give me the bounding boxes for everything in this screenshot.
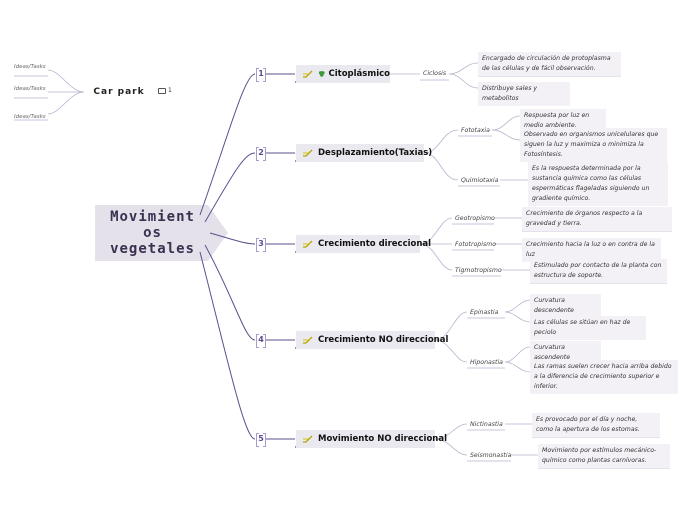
tag-ideas-tasks: Ideas/Tasks xyxy=(14,114,46,120)
subtopic-node[interactable]: Fototropismo xyxy=(455,240,496,248)
edit-icon xyxy=(303,240,313,248)
subtopic-node[interactable]: Epinastia xyxy=(470,308,499,316)
subtopic-node[interactable]: Quimiotaxia xyxy=(461,176,499,184)
subtopic-node[interactable]: Tigmotropismo xyxy=(455,266,502,274)
leaf-node[interactable]: Es provocado por el día y noche, como la… xyxy=(532,413,660,437)
branch-label: Citoplásmico xyxy=(328,69,391,79)
tag-ideas-tasks: Ideas/Tasks xyxy=(14,86,46,92)
subtopic-node[interactable]: Nictinastia xyxy=(470,420,503,428)
edit-icon xyxy=(303,149,313,157)
leaf-node[interactable]: Curvatura descendente xyxy=(530,294,601,318)
branch-number: 4 xyxy=(256,334,266,348)
branch-number: 2 xyxy=(256,147,266,161)
comment-icon xyxy=(158,87,166,94)
branch-label: Movimiento NO direccional xyxy=(318,434,447,444)
leaf-node[interactable]: Las ramas suelen crecer hacia arriba deb… xyxy=(530,360,678,394)
branch-node-desplazamiento[interactable]: Desplazamiento(Taxias) xyxy=(296,144,432,162)
leaf-node[interactable]: Crecimiento de órganos respecto a la gra… xyxy=(522,207,672,231)
branch-number: 1 xyxy=(256,68,266,82)
leaf-node[interactable]: Movimiento por estímulos mecánico-químic… xyxy=(538,444,670,468)
leaf-node[interactable]: Estimulado por contacto de la planta con… xyxy=(530,259,667,283)
edit-icon xyxy=(303,435,313,443)
leaf-node[interactable]: Encargado de circulación de protoplasma … xyxy=(478,52,621,76)
leaf-node[interactable]: Distribuye sales y metabolitos xyxy=(478,82,570,106)
central-topic-line: Movimient xyxy=(110,209,195,225)
notes-indicator[interactable]: 1 xyxy=(158,87,172,94)
branch-number: 5 xyxy=(256,433,266,447)
subtopic-node[interactable]: Geotropismo xyxy=(455,214,495,222)
leaf-node[interactable]: Observado en organismos unicelulares que… xyxy=(520,128,667,162)
branch-number: 3 xyxy=(256,238,266,252)
clover-icon xyxy=(318,71,325,77)
leaf-node[interactable]: Es la respuesta determinada por la susta… xyxy=(528,162,668,206)
branch-label: Crecimiento NO direccional xyxy=(318,335,449,345)
subtopic-node[interactable]: Hiponastia xyxy=(470,358,503,366)
subtopic-node[interactable]: Ciclosis xyxy=(423,69,447,77)
central-topic-shape xyxy=(95,205,228,261)
branch-label: Crecimiento direccional xyxy=(318,239,432,249)
branch-label: Desplazamiento(Taxias) xyxy=(318,148,433,158)
tag-ideas-tasks: Ideas/Tasks xyxy=(14,64,46,70)
subtopic-node[interactable]: Fototaxia xyxy=(461,126,490,134)
branch-node-citoplasmico[interactable]: Citoplásmico xyxy=(296,65,390,83)
central-topic[interactable]: Movimient os vegetales xyxy=(95,205,210,261)
leaf-node[interactable]: Las células se sitúan en haz de peciolo xyxy=(530,316,646,340)
edit-icon xyxy=(303,336,313,344)
central-topic-line: os xyxy=(143,225,162,241)
leaf-node[interactable]: Crecimiento hacia la luz o en contra de … xyxy=(522,238,661,262)
branch-node-movimiento-no-direccional[interactable]: Movimiento NO direccional xyxy=(296,430,447,448)
edit-icon xyxy=(303,70,313,78)
subtopic-node[interactable]: Seismonastia xyxy=(470,451,512,459)
branch-node-crecimiento-no-direccional[interactable]: Crecimiento NO direccional xyxy=(296,331,448,349)
car-park-node[interactable]: Car park xyxy=(93,87,145,97)
central-topic-line: vegetales xyxy=(110,241,195,257)
branch-node-crecimiento-direccional[interactable]: Crecimiento direccional xyxy=(296,235,431,253)
notes-count: 1 xyxy=(168,87,172,94)
